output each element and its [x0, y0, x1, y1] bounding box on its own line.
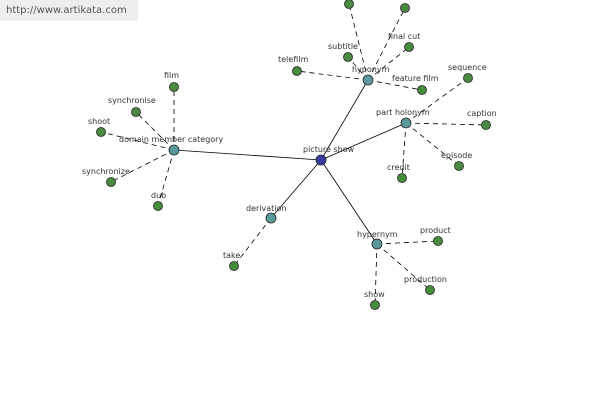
leaf-feature-film-node[interactable]: [417, 85, 427, 95]
leaf-production-label: production: [404, 275, 447, 284]
edge-domain-member-category-dub: [157, 149, 175, 207]
leaf-final-cut-node[interactable]: [404, 42, 414, 52]
leaf-film-label: film: [164, 71, 179, 80]
relation-domain-member-category-node[interactable]: [168, 144, 180, 156]
relation-derivation-label: derivation: [246, 204, 286, 213]
leaf-top-right-node[interactable]: [400, 3, 410, 13]
edge-domain-member-category-shoot: [100, 131, 175, 151]
relation-hyponym-label: hyponym: [352, 65, 390, 74]
edge-domain-member-category-synchronize: [110, 149, 175, 183]
edge-part-holonym-sequence: [405, 77, 469, 124]
edge-picture-show-domain-member-category: [173, 149, 322, 161]
edge-hyponym-telefilm: [296, 70, 369, 81]
leaf-top-left-node[interactable]: [344, 0, 354, 9]
leaf-caption-node[interactable]: [481, 120, 491, 130]
edge-picture-show-hyponym: [320, 79, 369, 161]
leaf-credit-label: credit: [387, 163, 410, 172]
leaf-telefilm-label: telefilm: [278, 55, 308, 64]
graph-edges: [100, 3, 487, 306]
edge-hyponym-feature-film: [367, 79, 423, 91]
relation-part-holonym-node[interactable]: [400, 117, 412, 129]
leaf-shoot-node[interactable]: [96, 127, 106, 137]
leaf-product-node[interactable]: [433, 236, 443, 246]
root-picture-show-node[interactable]: [315, 154, 327, 166]
relation-hypernym-label: hypernym: [357, 230, 398, 239]
edge-part-holonym-credit: [401, 122, 407, 179]
leaf-subtitle-label: subtitle: [328, 42, 358, 51]
leaf-show-node[interactable]: [370, 300, 380, 310]
leaf-synchronize-label: synchronize: [82, 167, 130, 176]
edge-hypernym-production: [376, 243, 431, 291]
edge-hyponym-top-left: [348, 3, 369, 81]
leaf-feature-film-label: feature film: [392, 74, 439, 83]
edge-hypernym-show: [374, 243, 378, 306]
leaf-dub-node[interactable]: [153, 201, 163, 211]
edge-derivation-take: [233, 217, 272, 267]
leaf-final-cut-label: final cut: [388, 32, 420, 41]
relation-hypernym-node[interactable]: [371, 238, 383, 250]
edge-hyponym-top-right: [367, 7, 406, 81]
edge-picture-show-part-holonym: [320, 122, 407, 161]
leaf-production-node[interactable]: [425, 285, 435, 295]
leaf-subtitle-node[interactable]: [343, 52, 353, 62]
leaf-show-label: show: [364, 290, 385, 299]
leaf-product-label: product: [420, 226, 451, 235]
edge-hypernym-product: [376, 240, 439, 245]
edge-part-holonym-caption: [405, 122, 487, 126]
edge-domain-member-category-synchronise: [135, 111, 175, 151]
edge-picture-show-derivation: [270, 159, 322, 219]
relation-hyponym-node[interactable]: [362, 74, 374, 86]
relation-part-holonym-label: part holonym: [376, 108, 430, 117]
edge-part-holonym-episode: [405, 122, 460, 167]
leaf-sequence-label: sequence: [448, 63, 487, 72]
watermark-url: http://www.artikata.com: [0, 0, 138, 21]
edge-picture-show-hypernym: [320, 159, 378, 245]
leaf-synchronize-node[interactable]: [106, 177, 116, 187]
relation-domain-member-category-label: domain member category: [119, 135, 223, 144]
leaf-take-node[interactable]: [229, 261, 239, 271]
leaf-episode-label: episode: [441, 151, 472, 160]
leaf-synchronise-label: synchronise: [108, 96, 156, 105]
leaf-sequence-node[interactable]: [463, 73, 473, 83]
leaf-credit-node[interactable]: [397, 173, 407, 183]
leaf-dub-label: dub: [151, 191, 166, 200]
relation-derivation-node[interactable]: [265, 212, 277, 224]
leaf-take-label: take: [223, 251, 240, 260]
leaf-film-node[interactable]: [169, 82, 179, 92]
leaf-caption-label: caption: [467, 109, 497, 118]
leaf-telefilm-node[interactable]: [292, 66, 302, 76]
leaf-episode-node[interactable]: [454, 161, 464, 171]
root-picture-show-label: picture show: [303, 145, 355, 154]
leaf-shoot-label: shoot: [88, 117, 110, 126]
leaf-synchronise-node[interactable]: [131, 107, 141, 117]
